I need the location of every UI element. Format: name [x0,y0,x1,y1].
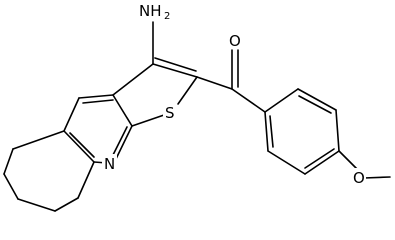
bond [267,150,306,175]
bond [77,161,95,199]
methoxy-oxygen-label: O [352,168,366,187]
molecule-drawing: NH 2 O S N O [3,1,391,212]
amine-symbol: NH [139,2,162,20]
bond [63,130,95,163]
pyridine-ring [63,94,133,164]
bond [69,132,95,158]
bond [63,97,80,132]
bond [54,197,79,212]
thiophene-sulfur-label: S [163,103,176,122]
bond [338,150,359,171]
benzene-ring [264,88,340,175]
bond [154,57,197,72]
pyridine-nitrogen-symbol: N [104,155,115,173]
carbonyl-group [196,49,266,113]
bond [297,88,337,111]
bond [177,76,198,105]
methoxy-group [338,150,391,179]
bond [112,63,154,96]
bond [17,198,56,212]
bond [264,111,269,152]
bond [335,109,340,152]
bond [82,99,114,104]
bond [231,88,266,113]
bond [269,115,274,148]
cycloheptane-ring [3,130,95,212]
carbonyl-oxygen-label: O [228,32,241,50]
carbonyl-oxygen-symbol: O [229,32,241,50]
thiophene-ring [112,57,198,127]
bond [304,148,335,169]
bond [363,176,391,179]
pyridine-nitrogen-label: N [102,154,117,173]
bond [298,95,332,114]
bond [12,130,65,150]
bond [3,148,14,175]
bond [131,114,165,127]
bond [304,150,340,175]
bond [3,173,19,200]
bond [111,126,128,158]
methoxy-oxygen-symbol: O [353,169,365,187]
thiophene-sulfur-symbol: S [165,104,175,122]
bond [264,88,299,113]
amine-subscript: 2 [164,11,170,22]
bond [112,94,133,127]
structure-diagram: NH 2 O S N O [3,1,391,212]
bond [196,76,233,90]
bond [152,63,198,78]
bond [78,94,114,99]
amine-label: NH 2 [137,1,181,22]
